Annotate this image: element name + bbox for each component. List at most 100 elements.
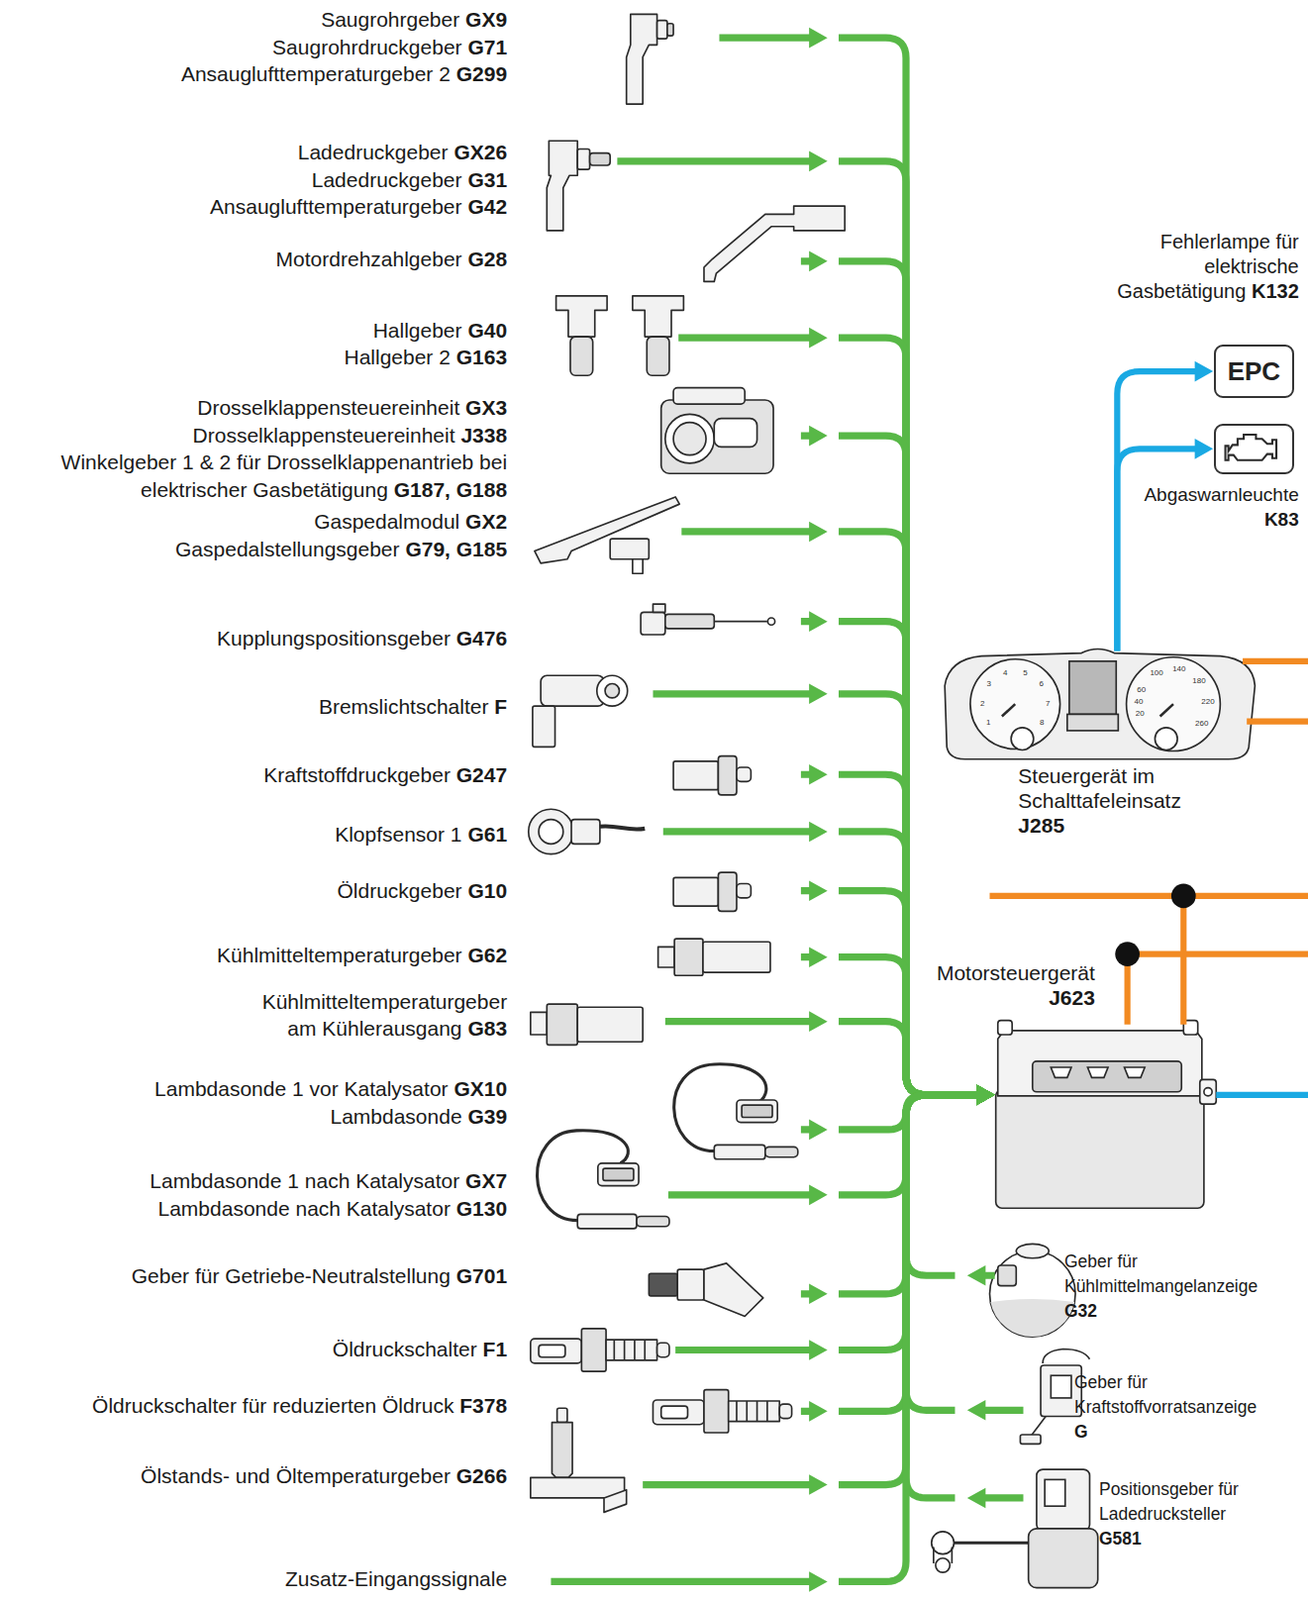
arrow-head	[1195, 361, 1214, 383]
node-label: MotordrehzahlgeberG28	[276, 245, 802, 274]
text-line: Lambdasonde nach KatalysatorG130	[149, 1195, 507, 1223]
text-line: GaspedalstellungsgeberG79, G185	[175, 535, 507, 564]
text-line: DrosselklappensteuereinheitGX3	[31, 394, 507, 422]
control-unit-drawing-part	[1032, 1061, 1182, 1093]
arrow-head	[976, 1085, 996, 1107]
sensor-icon-part	[534, 497, 680, 564]
signal-connector	[665, 1010, 996, 1106]
signal-connector	[801, 880, 996, 1106]
sensor-icon-part	[557, 1408, 568, 1422]
component-name: Ladedruckgeber	[311, 168, 463, 192]
node-label: Öldruckschalter für reduzierten ÖldruckF…	[92, 1392, 802, 1420]
arrow-head	[967, 1400, 987, 1421]
control-unit-drawing-part	[1200, 1079, 1216, 1105]
component-code: G39	[467, 1105, 507, 1128]
component-code: K83	[1264, 508, 1300, 530]
text-line: G32	[1064, 1299, 1303, 1324]
signal-connector	[801, 1085, 996, 1306]
component-name: Öldruckgeber	[337, 879, 463, 903]
sensor-icon-part	[657, 1342, 670, 1357]
node-label: Steuergerät im SchalttafeleinsatzJ285	[1017, 763, 1211, 838]
component-name: Ölstands- und Öltemperaturgeber	[140, 1464, 451, 1488]
sensor-icon-part	[546, 1004, 578, 1045]
gauge-number: 3	[987, 680, 992, 689]
right-sensor-icon-part	[935, 1558, 950, 1573]
component-name: Ladedruckgeber	[298, 140, 449, 164]
component-code: G31	[467, 168, 507, 192]
connector-line	[801, 891, 981, 1096]
component-code: F378	[459, 1394, 507, 1417]
component-code: GX9	[465, 7, 507, 31]
component-name: Motordrehzahlgeber	[276, 247, 463, 271]
sensor-icon-part	[667, 23, 674, 36]
signal-connector	[652, 684, 995, 1107]
sensor-entry: BremslichtschalterF	[318, 680, 654, 721]
component-name: Kupplungspositionsgeber	[216, 626, 451, 650]
gauge-number: 180	[1192, 677, 1206, 686]
node-label: ÖldruckschalterF1	[332, 1335, 676, 1364]
connector-line	[801, 1095, 981, 1411]
component-code: G42	[467, 195, 507, 218]
arrow-head	[1195, 438, 1214, 460]
signal-connector	[668, 1085, 996, 1207]
can-bus-wire-part	[990, 893, 1308, 900]
connector-line	[550, 1095, 981, 1583]
signal-connector	[678, 327, 995, 1106]
arrow-head	[976, 1085, 996, 1107]
arrow-head	[808, 1010, 828, 1032]
control-unit-drawing-part	[1204, 1088, 1212, 1097]
sensor-icon-part	[632, 559, 643, 574]
sensor-icon-part	[577, 1006, 643, 1042]
node-label: HallgeberG40Hallgeber 2G163	[343, 316, 679, 372]
sensor-icon-part	[538, 819, 564, 845]
right-sensor-icon-part	[1015, 1243, 1049, 1258]
sensor-icon-part	[613, 1339, 645, 1361]
sensor-icon-part	[598, 1163, 639, 1187]
component-code: G266	[456, 1464, 507, 1488]
gauge-number: 4	[1003, 669, 1007, 678]
signal-connector	[801, 425, 996, 1106]
sensor-icon-part	[603, 1168, 634, 1181]
sensor-entry: DrosselklappensteuereinheitGX3Drosselkla…	[31, 394, 802, 504]
sensor-icon-part	[590, 153, 611, 166]
sensor-entry: Lambdasonde 1 vor KatalysatorGX10Lambdas…	[154, 1075, 802, 1143]
text-line: ÖldruckgeberG10	[337, 877, 508, 906]
component-name: Öldruckschalter für reduzierten Öldruck	[92, 1394, 454, 1417]
component-name: Hallgeber	[373, 318, 463, 342]
instrument-cluster-drawing-part	[1126, 657, 1221, 752]
component-name: Kühlmitteltemperaturgeber	[216, 943, 462, 967]
arrow-head	[808, 1401, 828, 1422]
signal-connector	[801, 610, 996, 1106]
signal-connector	[801, 1085, 996, 1422]
node-label: Kühlmitteltemperaturgeber am Kühlerausga…	[244, 988, 666, 1043]
arrow-head	[808, 821, 828, 843]
gauge-number: 2	[980, 700, 985, 708]
sensor-icon-part	[604, 684, 619, 699]
sensor-icon-part	[571, 819, 601, 845]
text-line: Winkelgeber 1 & 2 für Drosselklappenantr…	[31, 448, 507, 504]
text-line: KraftstoffdruckgeberG247	[263, 761, 507, 790]
sensor-icon-part	[673, 388, 745, 404]
sensor-icon-part	[661, 1406, 689, 1418]
component-name: Lambdasonde 1 vor Katalysator	[154, 1077, 449, 1101]
right-sensor-icon-part	[953, 1541, 1028, 1545]
component-name: Motorsteuergerät	[936, 961, 1096, 985]
text-line: LadedruckgeberGX26	[209, 138, 507, 167]
connector-line	[905, 1095, 1023, 1410]
component-code: J338	[460, 423, 507, 447]
text-line: Klopfsensor 1G61	[334, 820, 507, 849]
text-line: K83	[1143, 506, 1299, 532]
arrow-head	[967, 1265, 987, 1287]
gauge-number: 40	[1134, 698, 1144, 706]
gauge-number: 60	[1136, 686, 1146, 695]
arrow-head	[976, 1085, 996, 1107]
can-bus-wire-part	[1242, 658, 1308, 665]
right-sensor-icon-part	[931, 1531, 955, 1555]
right-sensor-icon-part	[1028, 1528, 1099, 1589]
right-sensor-icon-part	[1050, 1375, 1072, 1399]
sensor-icon-part	[736, 1100, 778, 1123]
node-label: Zusatz-Eingangssignale	[285, 1565, 551, 1594]
gauge-number: 260	[1195, 719, 1208, 728]
signal-connector	[905, 1085, 1023, 1421]
arrow-head	[976, 1085, 996, 1107]
